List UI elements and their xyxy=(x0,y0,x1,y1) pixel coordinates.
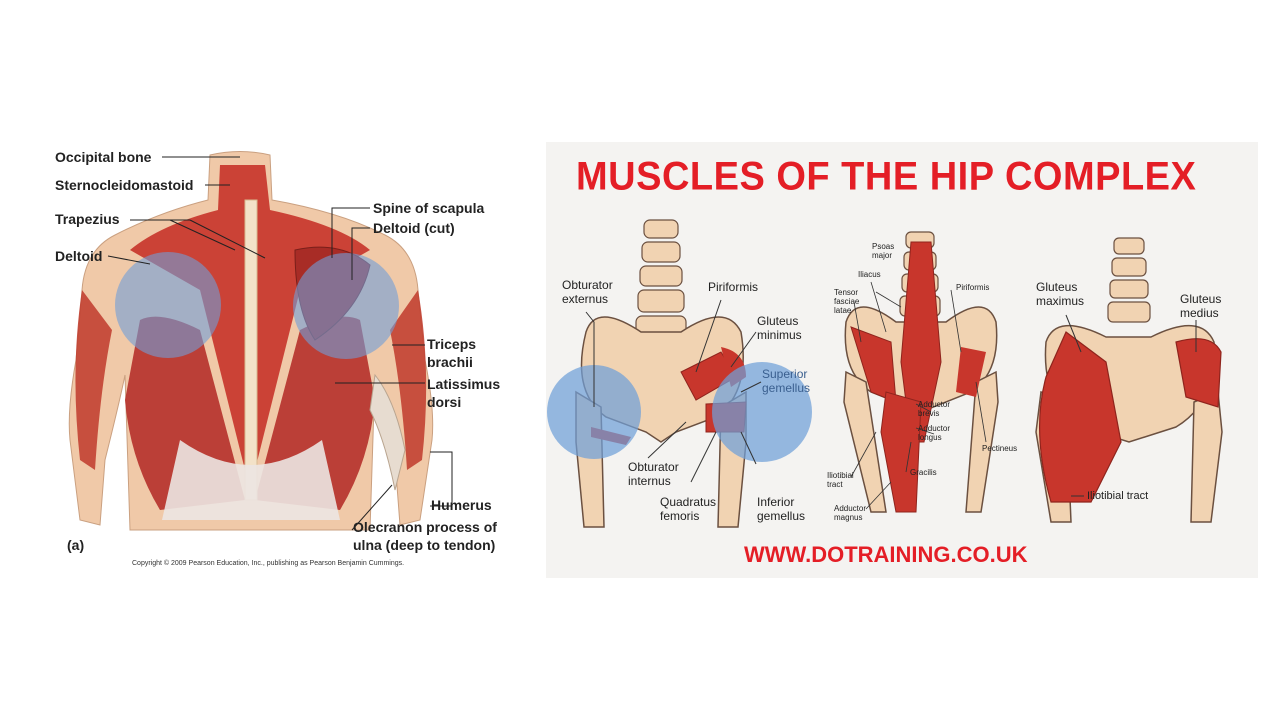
deep-rotators-figure xyxy=(547,219,812,528)
copyright-notice: Copyright © 2009 Pearson Education, Inc.… xyxy=(132,560,405,567)
label-iliotibial-tract: Iliotibial tract xyxy=(1087,490,1149,502)
label-adductor-brevis-2: brevis xyxy=(918,409,940,418)
label-olecranon-2: ulna (deep to tendon) xyxy=(353,537,496,553)
back-muscles-illustration xyxy=(68,151,453,531)
highlight-circle xyxy=(712,362,812,462)
website-url: WWW.DOTRAINING.CO.UK xyxy=(744,542,1028,567)
label-trapezius: Trapezius xyxy=(55,211,120,227)
label-latissimus: Latissimus xyxy=(427,376,501,392)
label-psoas-major: Psoas xyxy=(872,242,895,251)
label-tensor-fasciae-latae: Tensor xyxy=(834,288,859,297)
label-piriformis-small: Piriformis xyxy=(956,283,990,292)
label-gluteus-minimus: Gluteus xyxy=(757,314,799,328)
label-triceps-2: brachii xyxy=(427,354,473,370)
label-latissimus-2: dorsi xyxy=(427,394,462,410)
highlight-circle xyxy=(293,253,399,359)
label-gluteus-medius: Gluteus xyxy=(1180,292,1222,306)
label-tensor-fasciae-latae-3: latae xyxy=(834,306,852,315)
label-deltoid: Deltoid xyxy=(55,248,103,264)
label-superior-gemellus: Superior xyxy=(762,367,808,381)
label-tensor-fasciae-latae-2: fasciae xyxy=(834,297,860,306)
label-inferior-gemellus-2: gemellus xyxy=(757,509,806,523)
label-gracilis: Gracilis xyxy=(910,468,937,477)
label-adductor-longus: Adductor xyxy=(918,424,951,433)
label-adductor-longus-2: longus xyxy=(918,433,942,442)
label-psoas-major-2: major xyxy=(872,251,893,260)
hip-muscles-diagram: MUSCLES OF THE HIP COMPLEX xyxy=(546,142,1258,578)
label-iliotibial-tract-small-2: tract xyxy=(827,480,843,489)
label-iliacus: Iliacus xyxy=(858,270,881,279)
label-quadratus-femoris: Quadratus xyxy=(660,495,717,509)
label-sternocleidomastoid: Sternocleidomastoid xyxy=(55,177,194,193)
back-muscles-diagram: Occipital bone Sternocleidomastoid Trape… xyxy=(40,140,530,580)
diagram-title: MUSCLES OF THE HIP COMPLEX xyxy=(576,154,1197,200)
highlight-circle xyxy=(115,252,221,358)
label-occipital-bone: Occipital bone xyxy=(55,149,152,165)
label-gluteus-minimus-2: minimus xyxy=(757,328,802,342)
label-adductor-brevis: Adductor xyxy=(918,400,951,409)
label-obturator-externus-2: externus xyxy=(562,292,609,306)
label-quadratus-femoris-2: femoris xyxy=(660,509,700,523)
label-olecranon: Olecranon process of xyxy=(353,519,497,535)
label-piriformis: Piriformis xyxy=(708,280,758,294)
label-pectineus: Pectineus xyxy=(982,444,1018,453)
label-obturator-internus: Obturator xyxy=(628,460,679,474)
label-triceps: Triceps xyxy=(427,336,477,352)
label-adductor-magnus: Adductor xyxy=(834,504,867,513)
label-superior-gemellus-2: gemellus xyxy=(762,381,811,395)
label-gluteus-maximus-2: maximus xyxy=(1036,294,1085,308)
label-adductor-magnus-2: magnus xyxy=(834,513,863,522)
label-deltoid-cut: Deltoid (cut) xyxy=(373,220,455,236)
label-gluteus-maximus: Gluteus xyxy=(1036,280,1078,294)
label-spine-of-scapula: Spine of scapula xyxy=(373,200,485,216)
figure-tag: (a) xyxy=(67,537,85,553)
label-obturator-internus-2: internus xyxy=(628,474,671,488)
anterior-hip-figure xyxy=(843,231,999,513)
label-inferior-gemellus: Inferior xyxy=(757,495,795,509)
label-iliotibial-tract-small: Iliotibial xyxy=(827,471,854,480)
hip-muscles-illustration xyxy=(547,219,1223,528)
highlight-circle xyxy=(547,365,641,459)
label-obturator-externus: Obturator xyxy=(562,278,613,292)
label-gluteus-medius-2: medius xyxy=(1180,306,1219,320)
label-humerus: Humerus xyxy=(431,497,492,513)
posterior-hip-figure xyxy=(1035,237,1223,523)
